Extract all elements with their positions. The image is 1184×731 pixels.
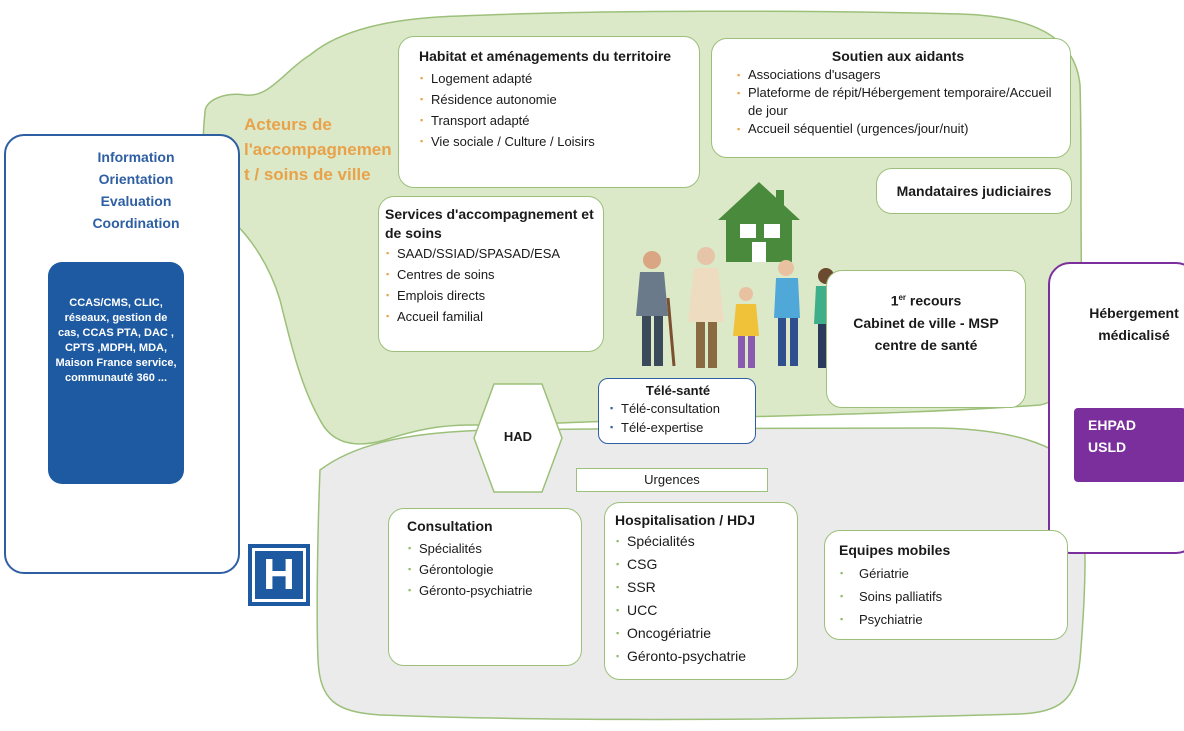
elderly-man-figure [636, 251, 676, 367]
habitat-box: Habitat et aménagements du territoire Lo… [398, 36, 700, 188]
soutien-item: Associations d'usagers [736, 66, 1060, 84]
hospitalisation-box: Hospitalisation / HDJ Spécialités CSG SS… [604, 502, 798, 680]
hospitalisation-item: UCC [615, 599, 787, 622]
habitat-item: Résidence autonomie [419, 89, 687, 110]
info-list-text: CCAS/CMS, CLIC, réseaux, gestion de cas,… [55, 297, 177, 384]
services-item: SAAD/SSIAD/SPASAD/ESA [385, 243, 597, 264]
people-illustration [636, 247, 840, 368]
had-label: HAD [503, 429, 533, 444]
info-lines: Information Orientation Evaluation Coord… [66, 146, 206, 234]
consultation-item: Géronto-psychiatrie [407, 580, 571, 601]
services-title: Services d'accompagnement et de soins [385, 206, 594, 241]
services-item: Accueil familial [385, 306, 597, 327]
recours-title: 1er recours [847, 287, 1005, 312]
equipes-box: Equipes mobiles Gériatrie Soins palliati… [824, 530, 1068, 640]
habitat-item: Logement adapté [419, 68, 687, 89]
consultation-item: Gérontologie [407, 559, 571, 580]
elderly-woman-figure [688, 247, 724, 368]
hospitalisation-item: SSR [615, 576, 787, 599]
urgences-box: Urgences [576, 468, 768, 492]
equipes-title: Equipes mobiles [839, 542, 951, 558]
consultation-title: Consultation [407, 518, 493, 534]
telesante-item: Télé-consultation [609, 399, 747, 418]
recours-sup: er [898, 293, 907, 302]
recours-label: recours [906, 292, 962, 309]
had-hexagon [473, 383, 563, 493]
ehpad-badge: EHPAD USLD [1074, 408, 1184, 482]
hospitalisation-item: Oncogériatrie [615, 622, 787, 645]
soutien-item: Plateforme de répit/Hébergement temporai… [736, 84, 1060, 120]
acteurs-title: Acteurs de l'accompagnemen t / soins de … [244, 115, 392, 184]
recours-box: 1er recours Cabinet de ville - MSP centr… [826, 270, 1026, 408]
hospitalisation-item: Spécialités [615, 530, 787, 553]
hebergement-title: Hébergement médicalisé [1089, 305, 1179, 343]
equipes-item: Soins palliatifs [839, 585, 1057, 608]
hospitalisation-item: CSG [615, 553, 787, 576]
services-item: Emplois directs [385, 285, 597, 306]
info-list-box: CCAS/CMS, CLIC, réseaux, gestion de cas,… [48, 262, 184, 484]
recours-number: 1 [890, 292, 899, 309]
soutien-box: Soutien aux aidants Associations d'usage… [711, 38, 1071, 158]
mandataires-box: Mandataires judiciaires [876, 168, 1072, 214]
info-line-information: Information [97, 149, 175, 165]
consultation-box: Consultation Spécialités Gérontologie Gé… [388, 508, 582, 666]
house-icon [718, 182, 800, 262]
consultation-item: Spécialités [407, 538, 571, 559]
info-line-evaluation: Evaluation [100, 193, 172, 209]
info-panel: Information Orientation Evaluation Coord… [4, 134, 240, 574]
woman-figure [774, 260, 800, 366]
habitat-item: Vie sociale / Culture / Loisirs [419, 131, 687, 152]
hebergement-panel: Hébergement médicalisé EHPAD USLD [1048, 262, 1184, 554]
services-box: Services d'accompagnement et de soins SA… [378, 196, 604, 352]
recours-text: Cabinet de ville - MSP centre de santé [853, 314, 999, 353]
child-figure [733, 287, 759, 368]
equipes-item: Psychiatrie [839, 608, 1057, 631]
soutien-title: Soutien aux aidants [831, 48, 965, 64]
mandataires-title: Mandataires judiciaires [896, 182, 1052, 199]
equipes-item: Gériatrie [839, 562, 1057, 585]
telesante-box: Télé-santé Télé-consultation Télé-expert… [598, 378, 756, 444]
info-line-coordination: Coordination [92, 215, 180, 231]
services-item: Centres de soins [385, 264, 597, 285]
soutien-item: Accueil séquentiel (urgences/jour/nuit) [736, 120, 1060, 138]
info-line-orientation: Orientation [98, 171, 174, 187]
habitat-title: Habitat et aménagements du territoire [419, 48, 672, 64]
hospital-icon: H [248, 544, 310, 606]
habitat-item: Transport adapté [419, 110, 687, 131]
hospitalisation-title: Hospitalisation / HDJ [615, 512, 756, 528]
telesante-title: Télé-santé [645, 383, 711, 398]
hospital-icon-inner: H [252, 548, 306, 602]
telesante-item: Télé-expertise [609, 418, 747, 437]
hospitalisation-item: Géronto-psychatrie [615, 645, 787, 668]
